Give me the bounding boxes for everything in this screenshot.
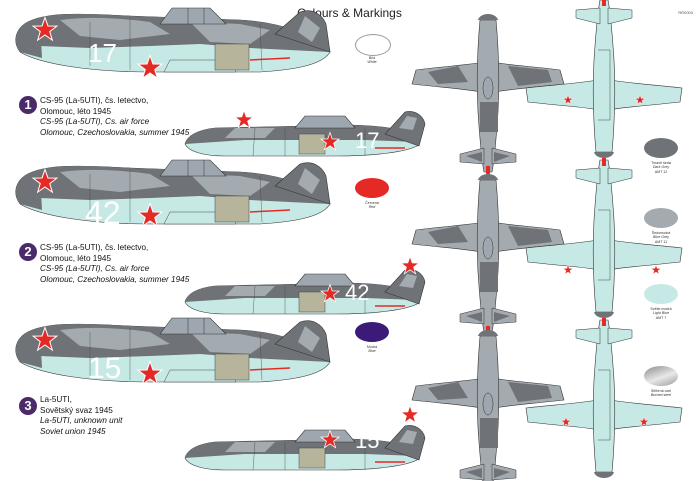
scheme-3-code-en: La-5UTI, unknown unit — [40, 416, 123, 426]
scheme-1-code-cz: CS-95 (La-5UTI), čs. letectvo, — [40, 96, 149, 105]
scheme-1-side-number-right: 17 — [355, 128, 379, 153]
scheme-2-caption: CS-95 (La-5UTI), čs. letectvo, Olomouc, … — [40, 243, 189, 285]
scheme-1-caption: CS-95 (La-5UTI), čs. letectvo, Olomouc, … — [40, 96, 189, 138]
swatch-blue-label: Modrá Blue — [340, 345, 404, 354]
scheme-1-code-en: CS-95 (La-5UTI), Cs. air force — [40, 117, 150, 127]
swatch-light-blue-cz: Světle modrá — [650, 307, 672, 311]
swatch-blue — [355, 322, 389, 342]
scheme-3-side-number-right: 15 — [355, 428, 379, 453]
scheme-1-place-cz: Olomouc, léto 1945 — [40, 106, 112, 116]
swatch-red-label: Červená Red — [340, 201, 404, 210]
swatch-dark-grey — [644, 138, 678, 158]
swatch-white-label: Bílá White — [340, 56, 404, 65]
swatch-blue-grey-cz: Šedomodrá — [651, 231, 671, 235]
swatch-light-blue-en: Light Blue — [653, 311, 669, 316]
swatch-red-en: Red — [368, 205, 376, 210]
swatch-white-cz: Bílá — [368, 56, 376, 60]
swatch-dark-grey-cz: Tmavě šedá — [651, 161, 671, 165]
scheme-2-place-en: Olomouc, Czechoslovakia, summer 1945 — [40, 274, 190, 284]
scheme-1-right-profile — [184, 110, 426, 157]
sheet-code: RR0000 — [678, 10, 693, 15]
scheme-2-right-profile — [184, 256, 426, 315]
swatch-blue-grey-ref: AMT 11 — [654, 239, 668, 244]
swatch-blue-cz: Modrá — [366, 345, 378, 349]
swatch-blue-en: Blue — [368, 349, 376, 354]
scheme-3-badge: 3 — [19, 397, 37, 415]
swatch-light-blue-label: Světle modrá Light Blue AMT 7 — [629, 307, 693, 320]
swatch-silver — [644, 366, 678, 386]
swatch-dark-grey-en: Dark Grey — [652, 165, 670, 170]
swatch-red — [355, 178, 389, 198]
scheme-3-place-en: Soviet union 1945 — [40, 426, 106, 436]
swatch-white — [355, 34, 391, 56]
swatch-silver-en: Burned steel — [650, 393, 672, 398]
page-title: Colours & Markings — [297, 6, 402, 20]
scheme-1-side-number-left: 17 — [88, 38, 117, 68]
scheme-3-place-cz: Sovětský svaz 1945 — [40, 405, 113, 415]
swatch-blue-grey — [644, 208, 678, 228]
swatch-light-blue-ref: AMT 7 — [655, 315, 667, 320]
swatch-dark-grey-ref: AMT 12 — [654, 169, 668, 174]
scheme-2-code-en: CS-95 (La-5UTI), Cs. air force — [40, 264, 150, 274]
scheme-1-left-profile — [14, 7, 331, 79]
scheme-3-code-cz: La-5UTI, — [40, 395, 72, 404]
scheme-2-badge: 2 — [19, 243, 37, 261]
scheme-3-left-profile — [14, 317, 331, 385]
scheme-2-side-number-right: 42 — [345, 280, 369, 305]
swatch-light-blue — [644, 284, 678, 304]
scheme-3-caption: La-5UTI, Sovětský svaz 1945 La-5UTI, unk… — [40, 395, 122, 437]
scheme-1-badge: 1 — [19, 96, 37, 114]
scheme-1-place-en: Olomouc, Czechoslovakia, summer 1945 — [40, 127, 190, 137]
swatch-red-cz: Červená — [365, 201, 379, 205]
swatch-silver-cz: Stříbrná ocel — [650, 389, 672, 393]
scheme-2-code-cz: CS-95 (La-5UTI), čs. letectvo, — [40, 243, 149, 252]
swatch-blue-grey-en: Blue Grey — [653, 235, 669, 240]
swatch-blue-grey-label: Šedomodrá Blue Grey AMT 11 — [629, 231, 693, 244]
scheme-3-side-number-left: 15 — [88, 352, 121, 385]
scheme-2-left-profile — [14, 159, 331, 227]
scheme-2-place-cz: Olomouc, léto 1945 — [40, 253, 112, 263]
swatch-dark-grey-label: Tmavě šedá Dark Grey AMT 12 — [629, 161, 693, 174]
scheme-3-right-profile — [184, 405, 426, 471]
scheme-2-side-number-left: 42 — [85, 195, 121, 231]
scheme-3-top-view — [411, 329, 565, 481]
swatch-silver-label: Stříbrná ocel Burned steel — [629, 389, 693, 398]
swatch-white-en: White — [367, 60, 377, 65]
